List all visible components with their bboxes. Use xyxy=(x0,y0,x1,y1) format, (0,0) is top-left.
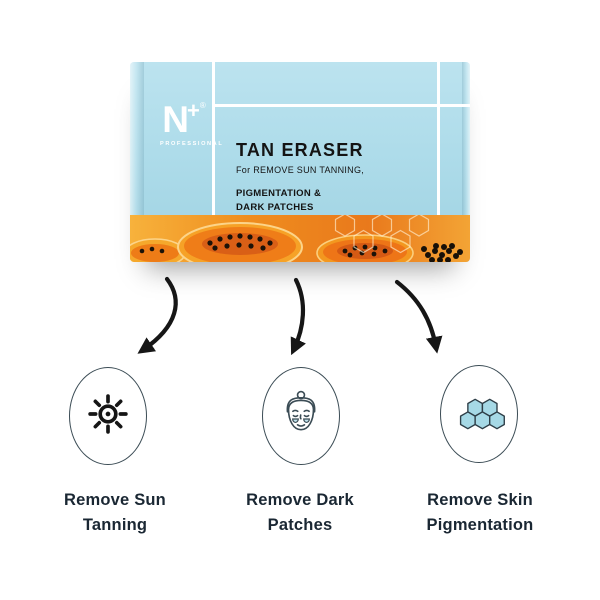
honeycomb-pattern xyxy=(334,215,430,254)
papaya-slice-main xyxy=(177,222,303,262)
honeycomb-pigmentation-icon xyxy=(449,387,509,442)
brand-subtitle: PROFESSIONAL xyxy=(160,141,224,147)
benefit-oval-sun-tanning xyxy=(69,367,147,465)
papaya-slice-left xyxy=(130,238,186,262)
packet-title: TAN ERASER xyxy=(236,140,364,160)
brand-plus: + xyxy=(186,98,200,123)
papaya-photo-strip xyxy=(130,215,470,262)
benefit-label-pigmentation: Remove Skin Pigmentation xyxy=(426,491,534,534)
packet-claim-line-2: DARK PATCHES xyxy=(236,201,314,213)
arrow-to-pigmentation xyxy=(394,279,443,354)
benefit-label-dark-patches: Remove Dark Patches xyxy=(246,491,354,534)
papaya-seeds xyxy=(207,233,273,251)
packet-design-horizontal-line xyxy=(212,104,470,107)
papaya-illustration xyxy=(130,215,470,262)
benefit-label-sun-tanning: Remove Sun Tanning xyxy=(64,491,166,534)
packet-design-right-line xyxy=(437,62,440,215)
packet-design-vertical-line xyxy=(212,62,215,215)
brand-logo: N+® PROFESSIONAL xyxy=(160,98,224,147)
packet-claims: PIGMENTATION & DARK PATCHES xyxy=(236,187,364,215)
arrow-to-sun-tanning xyxy=(137,276,178,354)
packet-subtitle: For REMOVE SUN TANNING, xyxy=(236,165,365,175)
face-dark-patches-icon xyxy=(275,388,327,445)
sun-icon xyxy=(86,392,130,441)
papaya-slice-second xyxy=(316,234,414,262)
packet-claim-line-1: PIGMENTATION & xyxy=(236,188,322,199)
brand-mark: N+® xyxy=(160,98,208,138)
brand-registered-mark: ® xyxy=(199,101,206,110)
arrow-to-dark-patches xyxy=(290,277,306,356)
benefit-oval-pigmentation xyxy=(440,365,518,463)
packet-edge-fold xyxy=(130,62,144,262)
product-packet: N+® PROFESSIONAL TAN ERASER For REMOVE S… xyxy=(130,62,470,262)
brand-letter: N xyxy=(162,99,189,140)
benefit-oval-dark-patches xyxy=(262,367,340,465)
packet-text-block: TAN ERASER For REMOVE SUN TANNING, PIGME… xyxy=(236,140,364,215)
seed-pile xyxy=(421,243,463,262)
